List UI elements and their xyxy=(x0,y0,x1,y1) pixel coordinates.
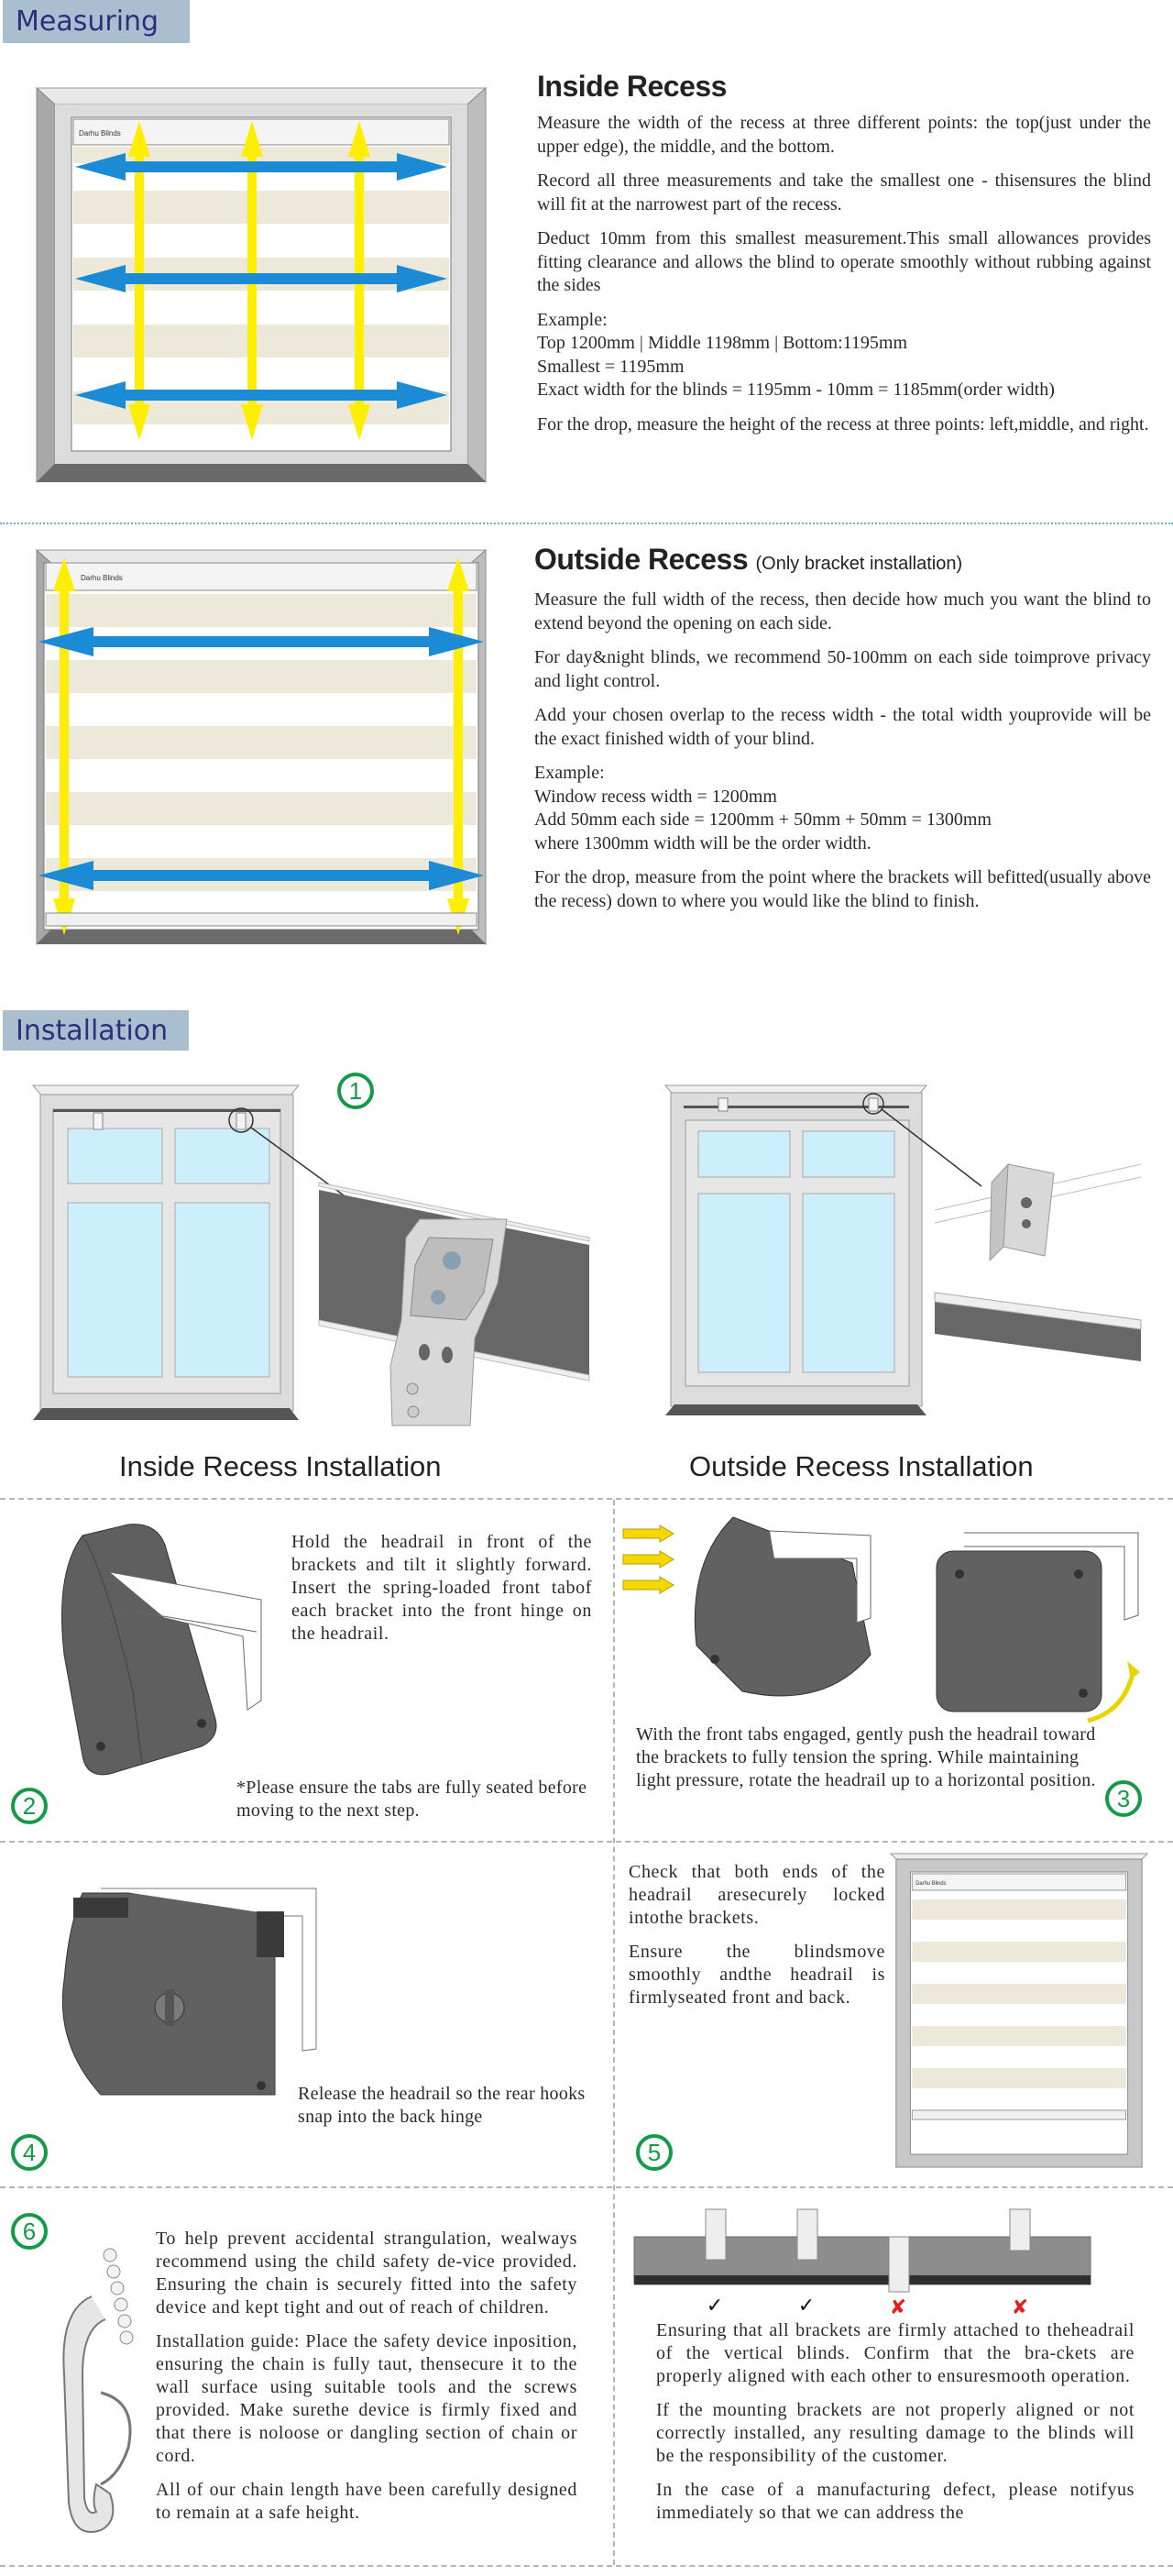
divider xyxy=(0,2565,1173,2567)
example-label: Example: xyxy=(534,763,605,783)
inside-bracket-detail-illustration xyxy=(318,1182,590,1426)
installed-blind-illustration: Darhu Blinds xyxy=(889,1853,1149,2168)
outside-recess-text: Measure the full width of the recess, th… xyxy=(534,589,1151,924)
paragraph: Installation guide: Place the safety dev… xyxy=(156,2331,577,2466)
step-2-note: *Please ensure the tabs are fully seated… xyxy=(236,1778,587,1821)
step-5-text: Check that both ends of the headrail are… xyxy=(629,1861,885,2020)
divider xyxy=(0,1841,1173,1843)
outside-recess-installation-caption: Outside Recess Installation xyxy=(689,1450,1034,1482)
check-icon: ✓ xyxy=(798,2295,815,2317)
outside-recess-title: Outside Recess (Only bracket installatio… xyxy=(534,543,962,577)
divider xyxy=(0,523,1173,524)
paragraph: Add your chosen overlap to the recess wi… xyxy=(534,705,1151,749)
divider xyxy=(0,2186,1173,2188)
blind-brand-label: Darhu Blinds xyxy=(81,574,123,582)
section-label-installation: Installation xyxy=(3,1010,189,1051)
child-safety-device-illustration xyxy=(62,2248,134,2533)
cross-icon: ✘ xyxy=(1012,2296,1028,2319)
headrail-locked-illustration xyxy=(61,1888,317,2096)
step-4-text: Release the headrail so the rear hooks s… xyxy=(298,2084,586,2127)
paragraph: To help prevent accidental strangulation… xyxy=(156,2229,577,2317)
blue-arrows xyxy=(75,153,447,409)
inside-recess-installation-caption: Inside Recess Installation xyxy=(119,1450,442,1482)
alignment-marks: ✓ ✓ ✘ ✘ xyxy=(707,2295,1028,2319)
outside-recess-blind-illustration: Darhu Blinds xyxy=(35,548,488,946)
example-line: Smallest = 1195mm xyxy=(537,356,685,377)
inside-recess-text: Measure the width of the recess at three… xyxy=(537,112,1151,447)
paragraph: Measure the width of the recess at three… xyxy=(537,113,1151,157)
inside-recess-window-illustration xyxy=(31,1084,382,1420)
paragraph: Record all three measurements and take t… xyxy=(537,171,1151,215)
paragraph: Check that both ends of the headrail are… xyxy=(629,1862,885,1928)
inside-recess-blind-illustration: Darhu Blinds xyxy=(35,86,488,484)
outside-bracket-detail-illustration xyxy=(934,1162,1142,1361)
step-number-6: 6 xyxy=(11,2213,48,2250)
push-arrows-icon xyxy=(622,1525,674,1594)
cross-icon: ✘ xyxy=(890,2296,906,2319)
divider xyxy=(0,1498,1173,1500)
paragraph: Ensure the blindsmove smoothly andthe he… xyxy=(629,1942,885,2008)
example-line: Top 1200mm | Middle 1198mm | Bottom:1195… xyxy=(537,333,908,353)
headrail-tilt-illustration xyxy=(61,1524,262,1776)
paragraph: For day&night blinds, we recommend 50-10… xyxy=(534,647,1151,691)
example-line: Add 50mm each side = 1200mm + 50mm + 50m… xyxy=(534,809,992,830)
step-2-text: Hold the headrail in front of the bracke… xyxy=(291,1532,592,1644)
check-icon: ✓ xyxy=(707,2295,723,2317)
title-text: Outside Recess xyxy=(534,543,749,576)
step-number-4: 4 xyxy=(11,2134,48,2171)
example-line: Window recess width = 1200mm xyxy=(534,786,777,807)
paragraph: If the mounting brackets are not properl… xyxy=(656,2400,1135,2466)
bracket-alignment-text: Ensuring that all brackets are firmly at… xyxy=(656,2319,1135,2536)
paragraph: All of our chain length have been carefu… xyxy=(156,2480,577,2523)
divider-vertical xyxy=(613,1500,615,2565)
headrail-push-illustration xyxy=(694,1516,872,1697)
step-3-text: With the front tabs engaged, gently push… xyxy=(636,1724,1096,1790)
section-label-measuring: Measuring xyxy=(3,0,190,43)
outside-recess-window-illustration xyxy=(663,1084,982,1415)
example-line: Exact width for the blinds = 1195mm - 10… xyxy=(537,380,1055,400)
paragraph: For the drop, measure from the point whe… xyxy=(534,867,1151,911)
example-line: where 1300mm width will be the order wid… xyxy=(534,832,872,853)
paragraph: Deduct 10mm from this smallest measureme… xyxy=(537,228,1151,295)
step-number-2: 2 xyxy=(11,1788,48,1824)
title-subtitle: (Only bracket installation) xyxy=(755,554,963,574)
step-number-1: 1 xyxy=(337,1073,374,1109)
paragraph: Measure the full width of the recess, th… xyxy=(534,589,1151,633)
paragraph: Ensuring that all brackets are firmly at… xyxy=(656,2320,1135,2386)
blind-brand-label: Darhu Blinds xyxy=(79,129,121,138)
inside-recess-title: Inside Recess xyxy=(537,70,727,103)
step-number-3: 3 xyxy=(1105,1780,1142,1817)
bracket-alignment-illustration: ✓ ✓ ✘ ✘ xyxy=(633,2208,1091,2319)
step-number-5: 5 xyxy=(636,2134,673,2171)
step-6-text: To help prevent accidental strangulation… xyxy=(156,2228,577,2536)
paragraph: In the case of a manufacturing defect, p… xyxy=(656,2480,1135,2523)
example-label: Example: xyxy=(537,309,608,330)
blind-brand-label: Darhu Blinds xyxy=(915,1881,946,1887)
paragraph: For the drop, measure the height of the … xyxy=(537,413,1149,435)
headrail-rotate-illustration xyxy=(936,1532,1140,1723)
